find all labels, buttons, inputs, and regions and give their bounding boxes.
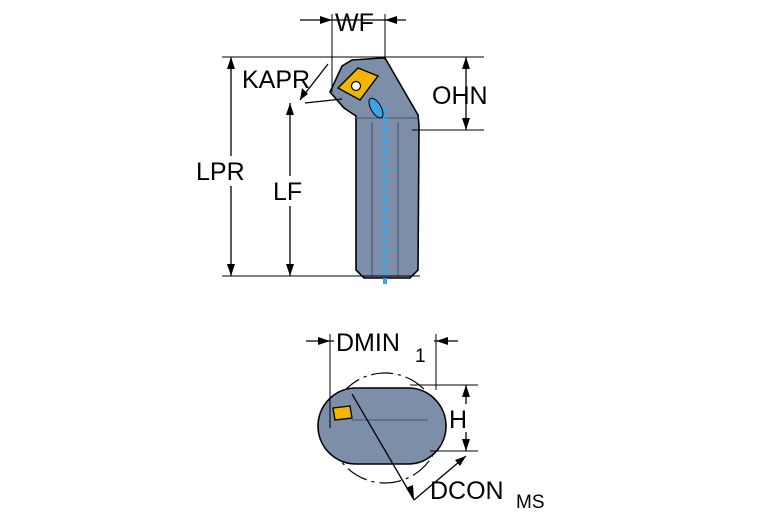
h-label-bg: [448, 404, 474, 432]
dmin-arrow-left: [318, 337, 330, 345]
end-view: DMIN 1 H DCON MS: [306, 326, 545, 513]
wf-arrow-left: [320, 16, 332, 24]
shank-section: [317, 387, 447, 465]
dcon-arrow-end: [455, 456, 466, 466]
kapr-arrow: [300, 88, 308, 100]
ohn-label: OHN: [432, 82, 488, 110]
kapr-label: KAPR: [242, 66, 310, 94]
dmin-arrow-right: [436, 337, 448, 345]
dmin-subscript: 1: [415, 346, 426, 367]
wf-label: WF: [335, 9, 374, 37]
h-arrow-bottom: [462, 439, 470, 451]
lf-label: LF: [273, 178, 302, 206]
dmin-label-bg: [334, 326, 434, 358]
ohn-arrow-bottom: [462, 118, 470, 130]
lpr-label-bg: [192, 156, 264, 186]
lf-arrow-top: [286, 103, 294, 115]
dcon-subscript: MS: [516, 492, 545, 513]
wf-arrow-right: [385, 16, 397, 24]
insert-screw: [350, 80, 362, 92]
lpr-label: LPR: [196, 158, 245, 186]
end-insert: [332, 405, 353, 421]
kapr-line-lower: [304, 98, 343, 104]
h-label: H: [449, 406, 467, 434]
side-view: WF KAPR OHN LPR LF: [192, 9, 488, 284]
ohn-arrow-top: [462, 57, 470, 69]
coolant-outlet: [368, 97, 384, 119]
dcon-label: DCON: [430, 477, 504, 505]
lf-arrow-bottom: [286, 264, 294, 276]
dcon-dim-line: [351, 393, 415, 501]
h-arrow-top: [462, 385, 470, 397]
lpr-arrow-bottom: [227, 264, 235, 276]
lf-label-bg: [270, 176, 312, 206]
dmin-label: DMIN: [336, 329, 400, 357]
dcon-arrow-start: [406, 485, 414, 500]
dcon-leader: [413, 455, 467, 501]
lpr-arrow-top: [227, 57, 235, 69]
